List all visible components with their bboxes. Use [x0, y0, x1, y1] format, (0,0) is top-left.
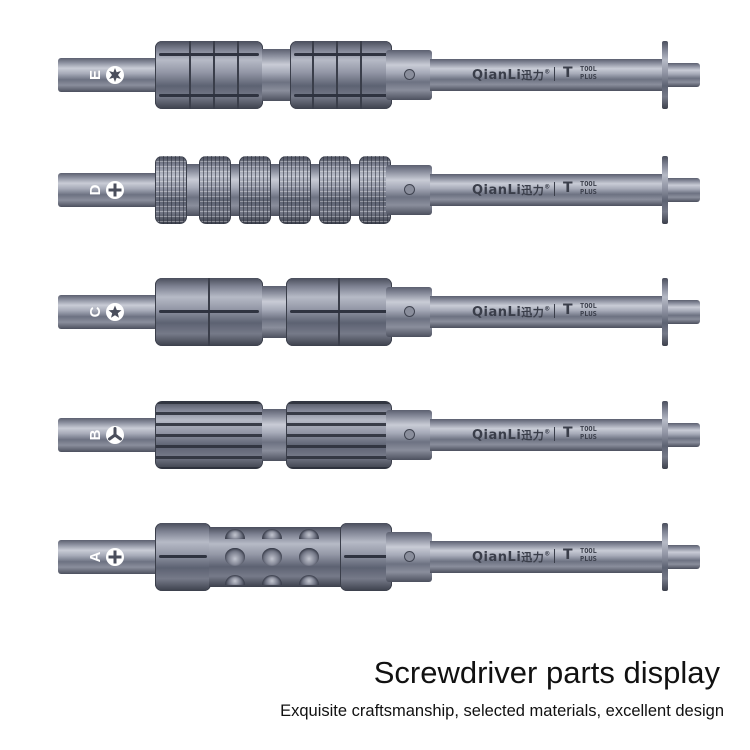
toolplus-mark: T: [563, 65, 573, 81]
grip-section-right: [290, 41, 392, 109]
dimple: [225, 548, 245, 566]
flange: [662, 156, 668, 224]
grip-waist: [262, 286, 288, 338]
torx-star-icon: [106, 66, 124, 84]
grip-section-left: [155, 278, 263, 346]
phillips-cross-icon: [106, 548, 124, 566]
bit-label: C: [87, 306, 104, 318]
pentalobe-star-icon: [106, 303, 124, 321]
knurled-ring: [279, 156, 311, 224]
bit-label: D: [87, 184, 104, 196]
end-tip: [668, 423, 700, 447]
brand-logo: QianLi迅力®: [472, 305, 551, 320]
phillips-cross-icon: [106, 181, 124, 199]
brand-logo: QianLi迅力®: [472, 183, 551, 198]
grip-section-left: [155, 41, 263, 109]
dimple: [262, 575, 282, 585]
logo-separator: [554, 549, 555, 563]
bit-label: E: [87, 70, 104, 81]
collar-hole: [404, 429, 415, 440]
logo-separator: [554, 427, 555, 441]
grip-endcap-right: [340, 523, 392, 591]
caption-subtitle: Exquisite craftsmanship, selected materi…: [280, 702, 724, 720]
grip-core: [160, 164, 388, 216]
flange: [662, 523, 668, 591]
shaft: [430, 174, 666, 206]
brand-logo: QianLi迅力®: [472, 68, 551, 83]
collar-hole: [404, 184, 415, 195]
bit-label: B: [87, 429, 104, 441]
dimple: [299, 548, 319, 566]
grip-waist: [262, 49, 292, 101]
brand-logo: QianLi迅力®: [472, 550, 551, 565]
grip-endcap-left: [155, 523, 211, 591]
knurled-ring: [199, 156, 231, 224]
dimple: [262, 529, 282, 539]
dimple: [299, 529, 319, 539]
logo-separator: [554, 182, 555, 196]
dimple: [262, 548, 282, 566]
shaft: [430, 541, 666, 573]
end-tip: [668, 300, 700, 324]
flange: [662, 278, 668, 346]
collar-hole: [404, 551, 415, 562]
toolplus-mark: T: [563, 302, 573, 318]
collar-hole: [404, 306, 415, 317]
knurled-ring: [155, 156, 187, 224]
brand-logo: QianLi迅力®: [472, 428, 551, 443]
logo-separator: [554, 67, 555, 81]
knurled-ring: [319, 156, 351, 224]
end-tip: [668, 178, 700, 202]
grip-waist: [262, 409, 288, 461]
end-tip: [668, 63, 700, 87]
end-tip: [668, 545, 700, 569]
grip-section-right: [286, 278, 392, 346]
toolplus-mark: T: [563, 547, 573, 563]
dimple: [225, 529, 245, 539]
logo-separator: [554, 304, 555, 318]
flange: [662, 41, 668, 109]
shaft: [430, 59, 666, 91]
shaft: [430, 419, 666, 451]
collar-hole: [404, 69, 415, 80]
toolplus-mark: T: [563, 180, 573, 196]
grip-section-right: [286, 401, 392, 469]
shaft: [430, 296, 666, 328]
flange: [662, 401, 668, 469]
toolplus-mark: T: [563, 425, 573, 441]
bit-label: A: [87, 551, 104, 563]
dimple: [225, 575, 245, 585]
grip-section-left: [155, 401, 263, 469]
dimple: [299, 575, 319, 585]
dimpled-grip: [209, 527, 342, 587]
knurled-ring: [239, 156, 271, 224]
tri-wing-icon: [106, 426, 124, 444]
caption-title: Screwdriver parts display: [373, 655, 720, 690]
knurled-ring: [359, 156, 391, 224]
